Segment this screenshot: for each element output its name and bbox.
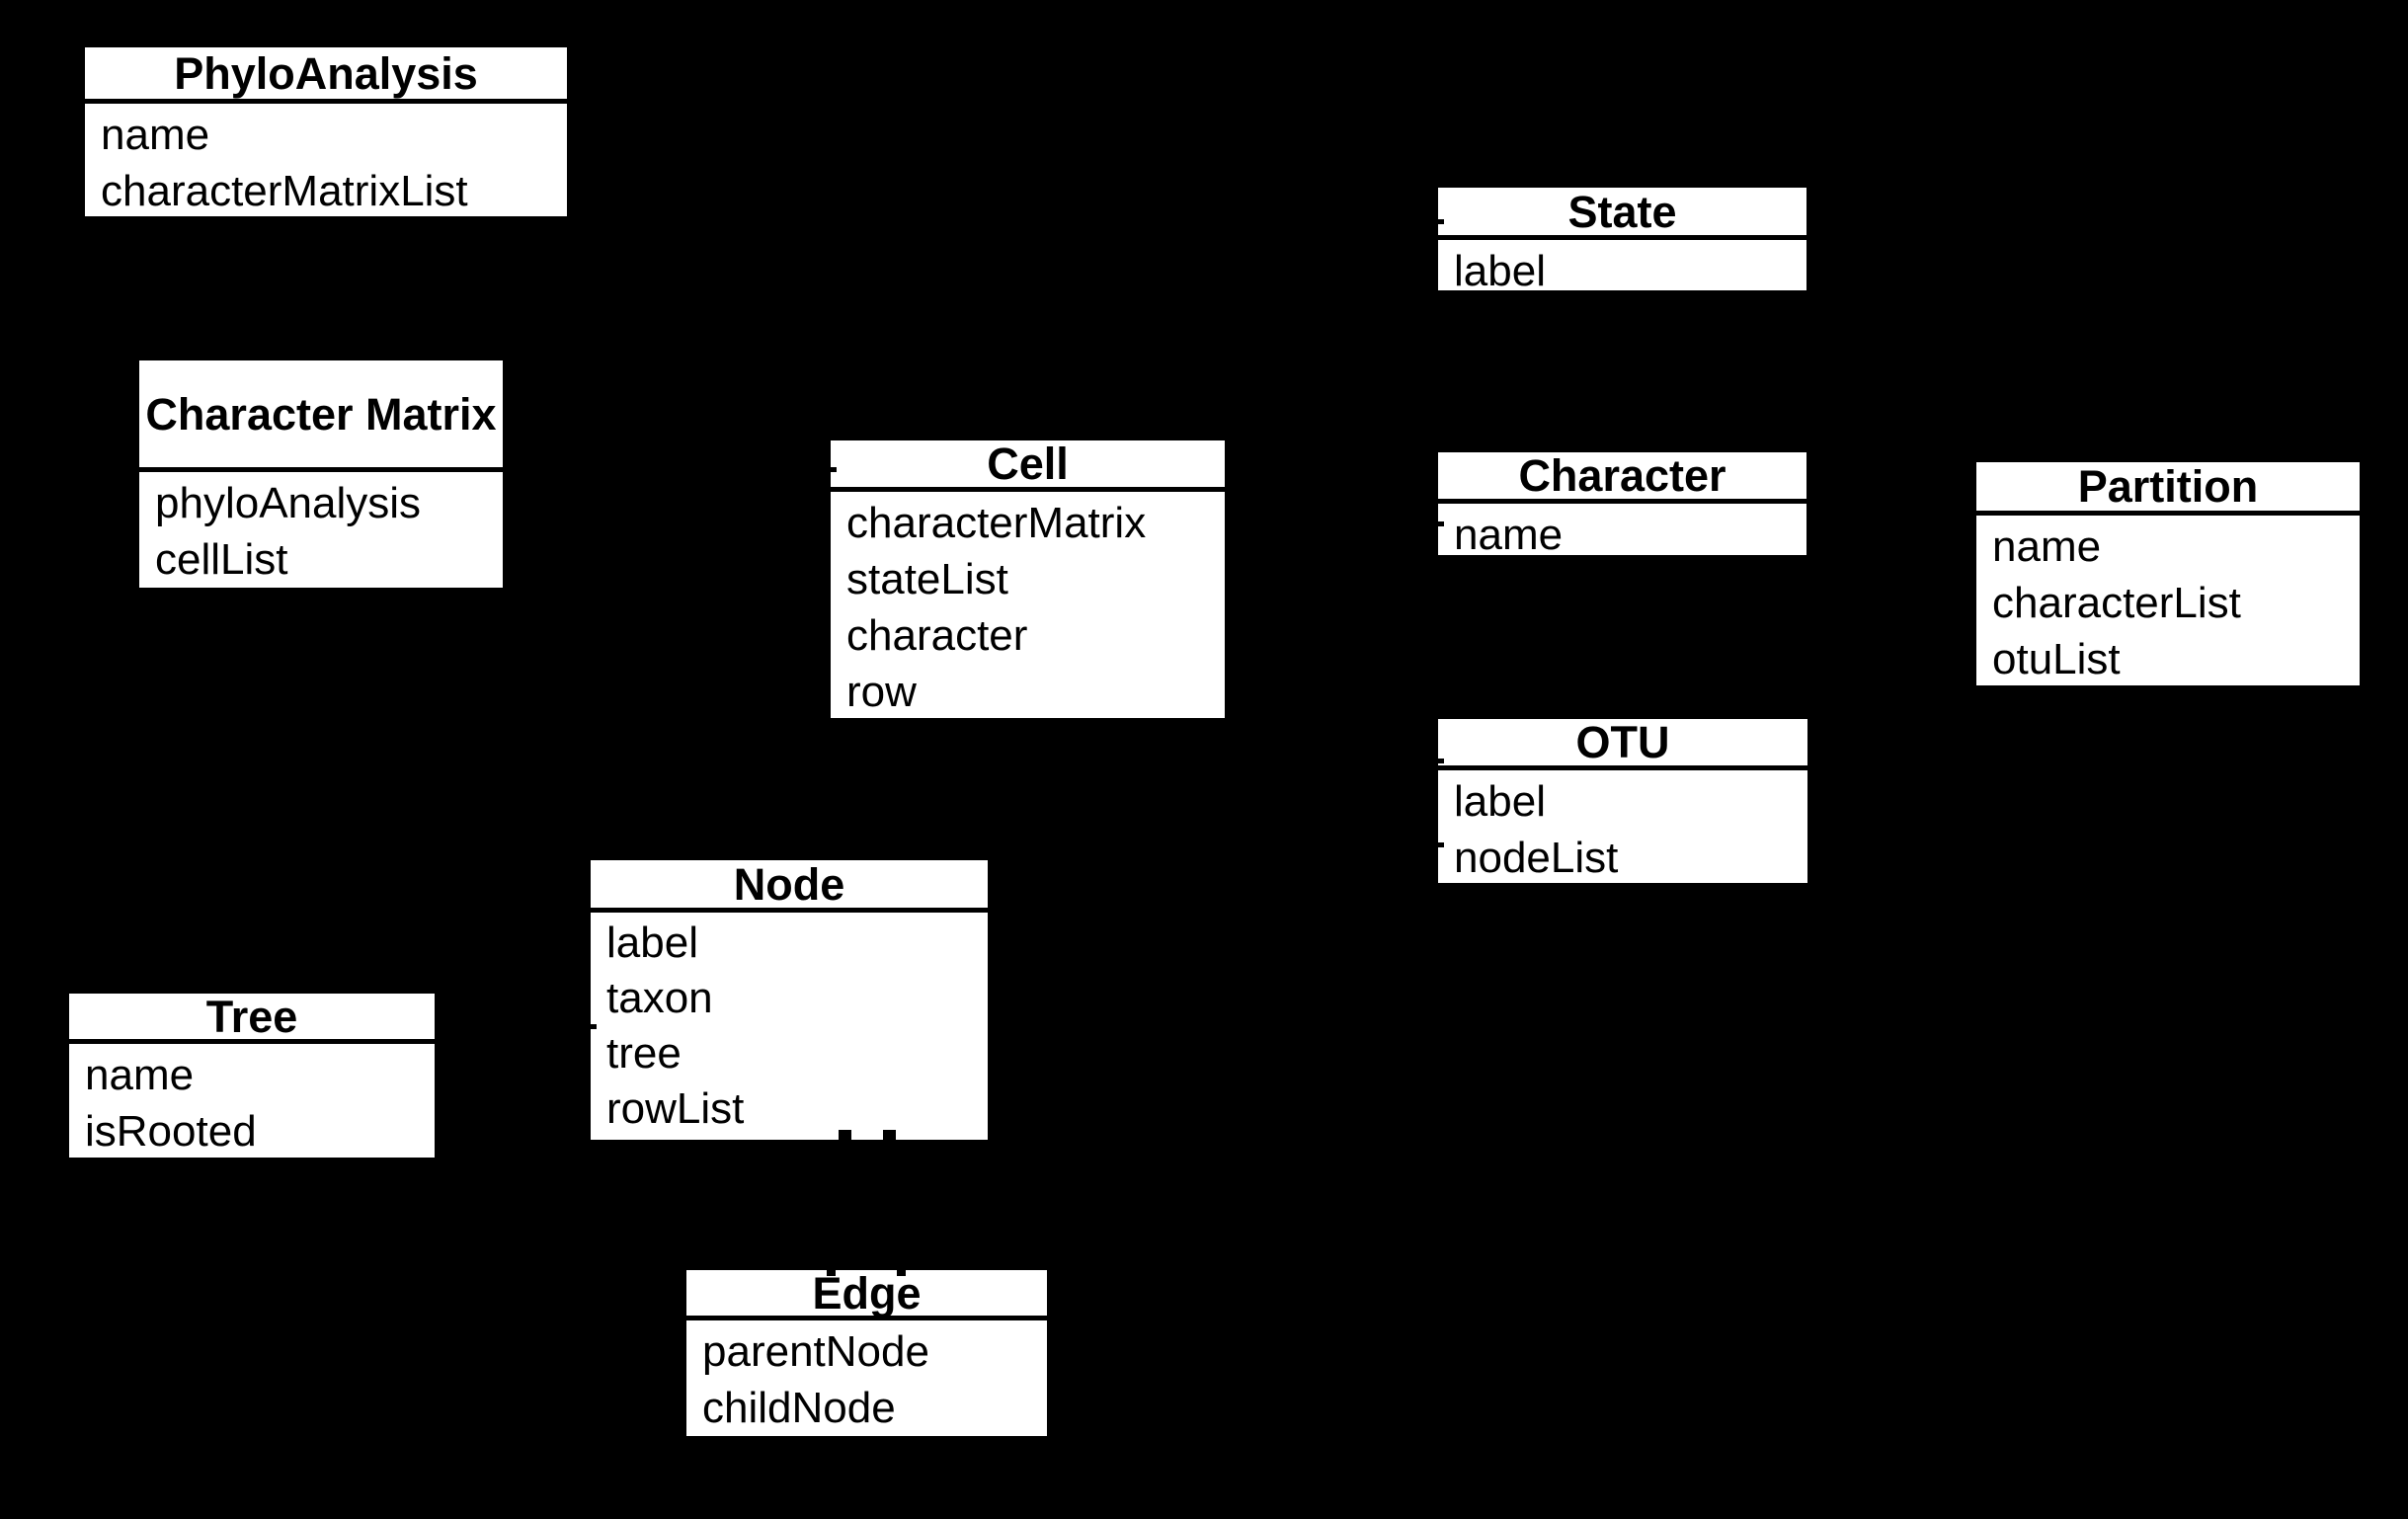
attribute: otuList <box>1992 635 2121 683</box>
class-title: Partition <box>1976 462 2360 516</box>
attribute: name <box>101 111 210 159</box>
attribute: label <box>1454 777 1546 826</box>
attribute-compartment: label taxon tree rowList <box>591 913 988 1137</box>
attribute: childNode <box>702 1384 896 1432</box>
attribute: cellList <box>155 535 288 584</box>
attribute-compartment: name <box>1438 504 1806 558</box>
attribute: row <box>846 668 917 716</box>
attribute-compartment: phyloAnalysis cellList <box>139 472 503 588</box>
class-box-edge: Edge parentNode childNode <box>683 1267 1050 1439</box>
attribute: tree <box>606 1029 682 1078</box>
attribute: label <box>606 919 698 967</box>
clipped-text-fragment <box>883 1130 896 1140</box>
attribute: nodeList <box>1454 834 1619 882</box>
attribute: phyloAnalysis <box>155 479 422 527</box>
connector-stub <box>1438 521 1444 526</box>
attribute-compartment: label nodeList <box>1438 770 1807 883</box>
connector-stub <box>1438 219 1444 224</box>
attribute-compartment: name characterList otuList <box>1976 516 2360 685</box>
class-title: OTU <box>1438 719 1807 770</box>
attribute: characterMatrix <box>846 499 1147 547</box>
class-title: Cell <box>831 440 1225 492</box>
attribute: label <box>1454 247 1546 293</box>
class-box-state: State label <box>1435 185 1809 293</box>
clipped-text-fragment <box>897 1270 906 1276</box>
attribute-compartment: characterMatrix stateList character row <box>831 492 1225 718</box>
connector-stub <box>831 467 837 472</box>
class-title: Character Matrix <box>139 360 503 472</box>
attribute: stateList <box>846 555 1008 603</box>
class-title: Edge <box>686 1270 1047 1320</box>
clipped-text-fragment <box>827 1270 836 1276</box>
attribute-compartment: parentNode childNode <box>686 1320 1047 1436</box>
attribute-compartment: name isRooted <box>69 1044 435 1158</box>
attribute: isRooted <box>85 1107 257 1156</box>
class-box-phyloanalysis: PhyloAnalysis name characterMatrixList <box>82 44 570 219</box>
class-box-character-matrix: Character Matrix phyloAnalysis cellList <box>136 358 506 591</box>
class-box-otu: OTU label nodeList <box>1435 716 1810 886</box>
connector-stub <box>591 1024 597 1029</box>
attribute: characterMatrixList <box>101 167 468 215</box>
attribute: name <box>85 1051 195 1099</box>
clipped-text-fragment <box>839 1130 851 1140</box>
class-box-tree: Tree name isRooted <box>66 991 438 1160</box>
class-title: PhyloAnalysis <box>85 47 567 104</box>
connector-stub <box>1438 842 1444 847</box>
attribute: name <box>1992 522 2102 571</box>
connector-stub <box>1438 759 1444 763</box>
attribute: taxon <box>606 974 713 1022</box>
class-title: State <box>1438 188 1806 240</box>
class-title: Tree <box>69 994 435 1044</box>
class-box-node: Node label taxon tree rowList <box>588 857 991 1143</box>
attribute: characterList <box>1992 579 2241 627</box>
attribute-compartment: name characterMatrixList <box>85 104 567 216</box>
attribute: character <box>846 611 1028 660</box>
attribute: parentNode <box>702 1327 929 1376</box>
class-title: Node <box>591 860 988 913</box>
class-box-character: Character name <box>1435 449 1809 558</box>
attribute-compartment: label <box>1438 240 1806 293</box>
class-box-partition: Partition name characterList otuList <box>1973 459 2363 688</box>
attribute: name <box>1454 511 1564 558</box>
attribute: rowList <box>606 1084 745 1133</box>
class-title: Character <box>1438 452 1806 504</box>
class-box-cell: Cell characterMatrix stateList character… <box>828 438 1228 721</box>
